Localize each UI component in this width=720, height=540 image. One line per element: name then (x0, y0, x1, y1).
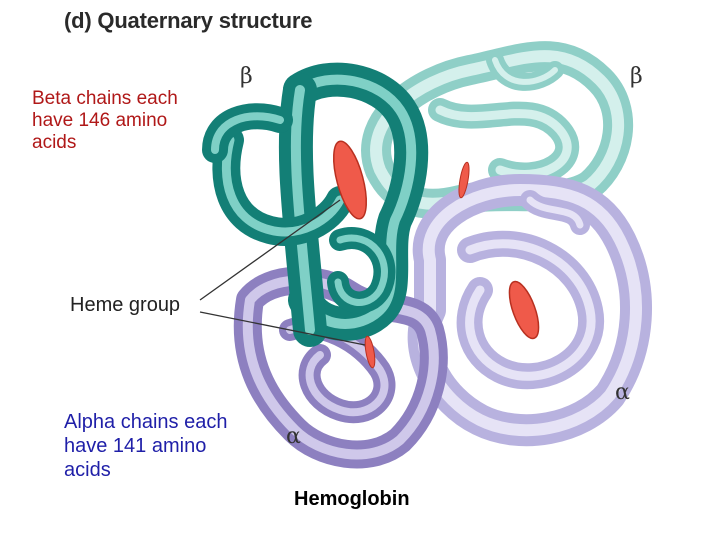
beta-note: Beta chains each have 146 amino acids (32, 88, 178, 154)
beta-note-line: have 146 amino (32, 110, 168, 131)
heme-disc-beta-right (458, 161, 470, 199)
alpha-note: Alpha chains each have 141 amino acids (64, 410, 227, 482)
figure-caption: Hemoglobin (294, 488, 410, 510)
alpha-subunit-right (407, 174, 652, 447)
heme-disc-alpha-right (508, 280, 540, 340)
alpha-note-line: acids (64, 459, 111, 481)
beta-label-left: β (240, 64, 253, 89)
heme-groups (332, 140, 540, 369)
alpha-label-right: α (615, 380, 630, 405)
heme-group-label: Heme group (70, 294, 181, 316)
heme-disc-beta-left (332, 140, 368, 220)
alpha-note-line: Alpha chains each (64, 411, 228, 433)
heme-leader-lines (199, 199, 366, 346)
alpha-note-line: have 141 amino (64, 435, 207, 457)
beta-note-line: Beta chains each (32, 88, 178, 109)
alpha-label-left: α (286, 424, 301, 449)
beta-note-line: acids (32, 132, 77, 153)
figure-title: (d) Quaternary structure (64, 8, 313, 33)
beta-label-right: β (630, 64, 643, 89)
heme-disc-alpha-left (364, 335, 376, 369)
beta-subunit-left (202, 62, 429, 347)
